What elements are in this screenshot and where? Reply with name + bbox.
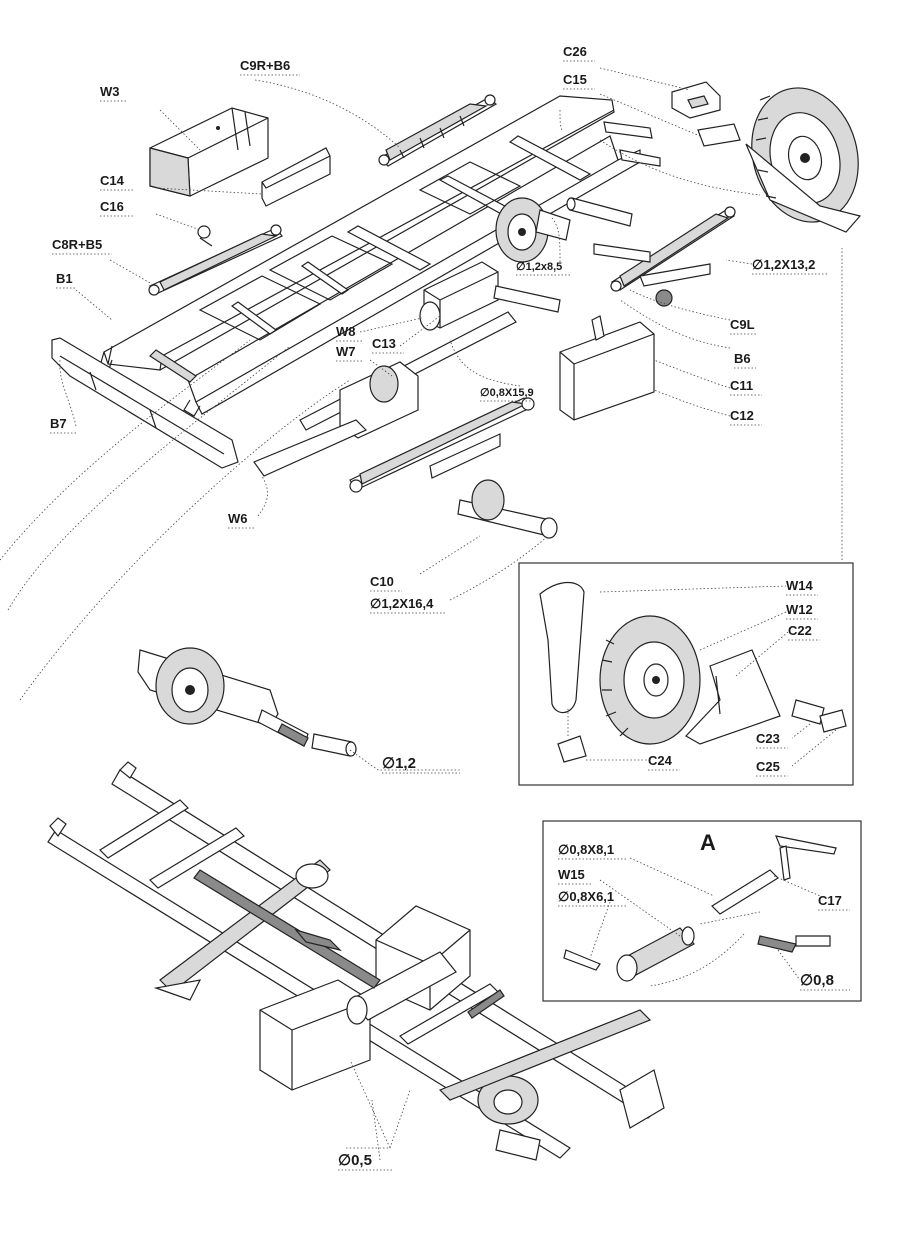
- label-c9r-b6: C9R+B6: [240, 58, 290, 73]
- label-d-0-8x15-9: ∅0,8X15,9: [480, 387, 534, 399]
- part-c14-bracket: [261, 147, 331, 207]
- part-w8-c13-tank: [419, 261, 561, 331]
- part-c24-clip: [557, 735, 587, 763]
- label-c22: C22: [788, 623, 812, 638]
- rear-axle-upper: [495, 197, 571, 263]
- label-d-1-2x13-2: ∅1,2X13,2: [752, 257, 815, 272]
- part-rod-0-8x8-1: [711, 869, 779, 915]
- label-d-0-8x8-1: ∅0,8X8,1: [558, 842, 614, 857]
- part-c11-c12-box: [559, 315, 655, 421]
- label-c9l: C9L: [730, 317, 755, 332]
- label-c12: C12: [730, 408, 754, 423]
- rear-axle-detail: [137, 647, 460, 771]
- label-d-1-2x16-4: ∅1,2X16,4: [370, 596, 434, 611]
- label-d-1-2: ∅1,2: [382, 755, 416, 772]
- assembled-chassis: [47, 761, 665, 1161]
- label-c17: C17: [818, 893, 842, 908]
- label-d-1-2x8-5: ∅1,2x8,5: [516, 261, 562, 273]
- label-d-0-5: ∅0,5: [338, 1152, 372, 1169]
- part-c15-plate: [697, 123, 741, 147]
- label-c11: C11: [730, 378, 753, 393]
- leader-lines-top: [0, 67, 843, 701]
- part-drill-0-8: [757, 935, 797, 953]
- label-d-0-8x6-1: ∅0,8X6,1: [558, 889, 614, 904]
- detail-a-box: [542, 820, 862, 1002]
- spare-wheel-box: [518, 562, 854, 786]
- label-c16: C16: [100, 199, 124, 214]
- label-c25: C25: [756, 759, 780, 774]
- label-c26: C26: [563, 44, 587, 59]
- part-c17-tool: [775, 835, 837, 855]
- label-b6: B6: [734, 351, 751, 366]
- part-c22-bracket: [685, 649, 781, 745]
- detail-a-title: A: [700, 830, 716, 855]
- part-b7-bumper: [51, 337, 239, 469]
- label-c10: C10: [370, 574, 394, 589]
- label-c8r-b5: C8R+B5: [52, 237, 102, 252]
- part-rod-0-8x6-1: [563, 949, 601, 971]
- part-c16-shackle: [197, 225, 213, 247]
- label-b7: B7: [50, 416, 67, 431]
- part-c8r-b5-spring: [148, 224, 283, 296]
- label-w6: W6: [228, 511, 248, 526]
- part-c10-front-spring: [349, 397, 558, 539]
- part-w14-mudguard: [539, 581, 585, 714]
- label-w3: W3: [100, 84, 120, 99]
- label-w12: W12: [786, 602, 813, 617]
- part-c9l-spring: [593, 206, 736, 307]
- spare-wheel-assembly: [745, 87, 862, 233]
- labels: W3 C9R+B6 C26 C15 C14 C16 C8R+B5 B1 B7 W…: [50, 44, 850, 1171]
- label-c23: C23: [756, 731, 780, 746]
- label-w8: W8: [336, 324, 356, 339]
- part-c25-clip: [819, 709, 847, 733]
- part-c23-clip: [791, 699, 825, 725]
- label-w7: W7: [336, 344, 356, 359]
- spare-wheel-detail: [539, 581, 847, 767]
- part-c26-bracket: [671, 81, 721, 119]
- label-w15: W15: [558, 867, 585, 882]
- label-c14: C14: [100, 173, 125, 188]
- label-c15: C15: [563, 72, 587, 87]
- label-w14: W14: [786, 578, 814, 593]
- label-c13: C13: [372, 336, 396, 351]
- label-c24: C24: [648, 753, 673, 768]
- part-w6-bar: [253, 419, 368, 477]
- label-b1: B1: [56, 271, 73, 286]
- part-tube-1-2x8-5: [566, 197, 633, 227]
- part-w3-battery-box: [149, 107, 269, 197]
- part-c9r-b6-spring: [378, 94, 498, 167]
- detail-a-parts: [563, 835, 837, 987]
- label-d-0-8: ∅0,8: [800, 972, 834, 989]
